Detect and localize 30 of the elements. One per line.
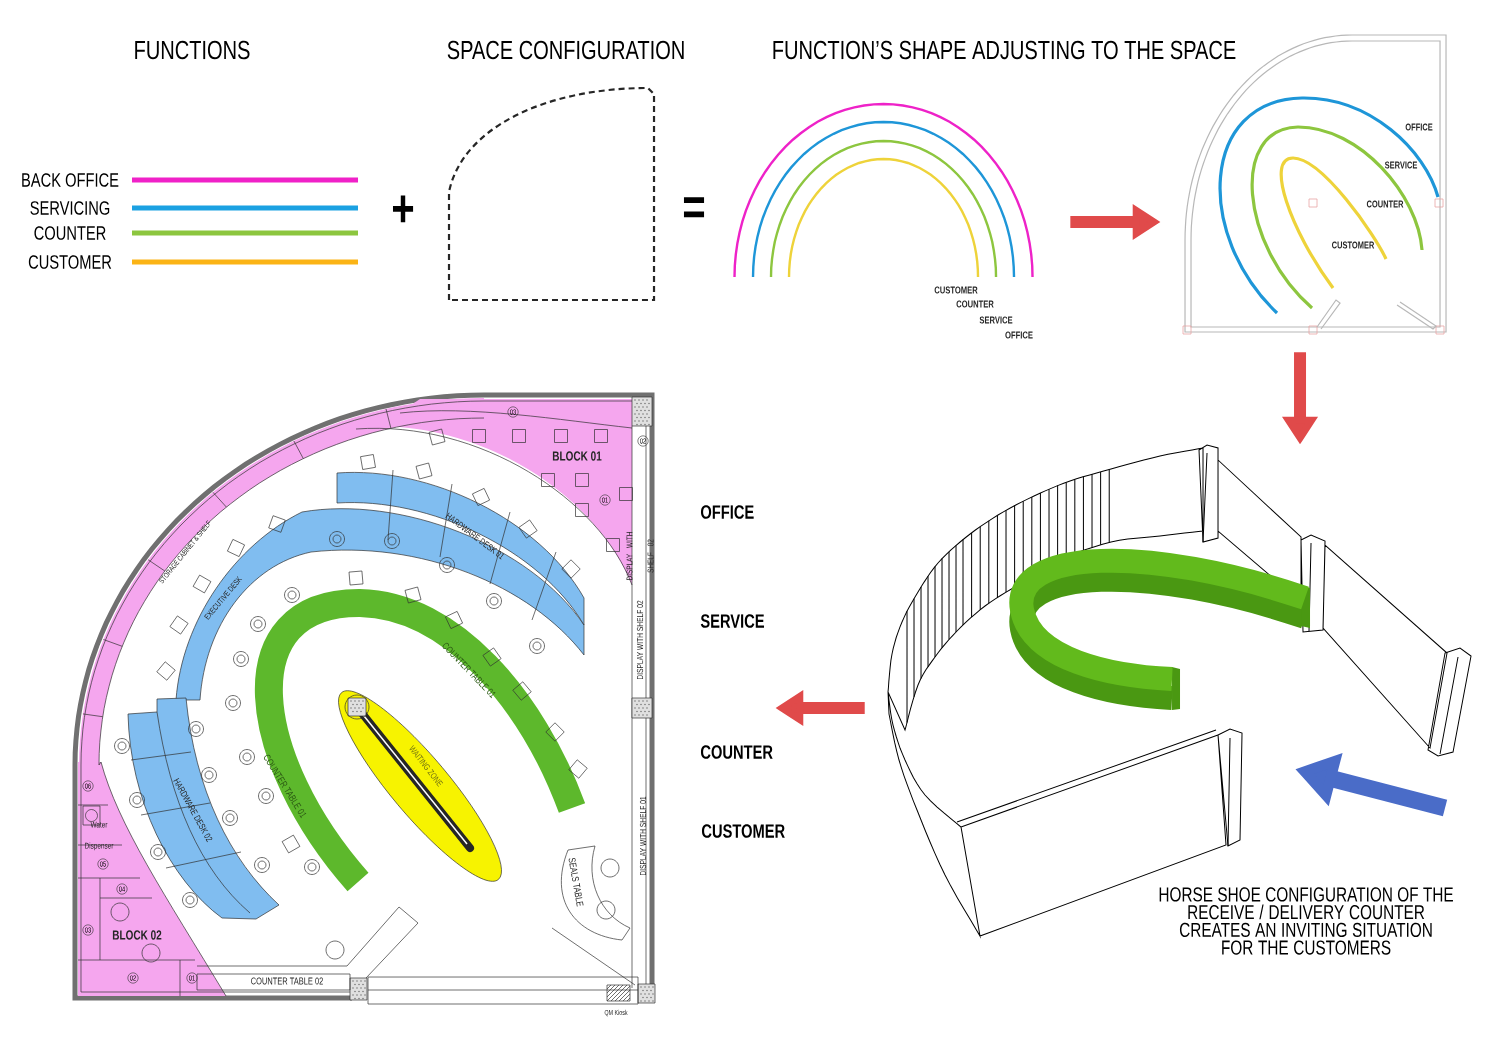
equals-sign: = — [683, 197, 705, 218]
room-label: COUNTER TABLE 02 — [251, 977, 323, 985]
zone-label: COUNTER — [700, 745, 773, 759]
zone-label: SERVICE — [700, 614, 764, 628]
heading: FUNCTIONS — [135, 40, 250, 60]
heading: FUNCTION’S SHAPE ADJUSTING TO THE SPACE — [773, 40, 1236, 60]
zone-label: OFFICE — [1405, 123, 1433, 131]
zone-label: CUSTOMER — [934, 286, 978, 294]
room-label: DISPLAY WITH SHELF 01 — [639, 796, 647, 876]
dashed-outline — [447, 86, 656, 302]
legend-label: BACK OFFICE — [22, 173, 119, 187]
zone-label: SERVICE — [1384, 161, 1418, 169]
zone-label: CUSTOMER — [701, 824, 785, 838]
zone-label: OFFICE — [1005, 331, 1033, 339]
legend-label: COUNTER — [34, 226, 106, 240]
zone-label: CUSTOMER — [1332, 241, 1375, 249]
zone-label: COUNTER — [1366, 200, 1404, 208]
zone-label: COUNTER — [956, 300, 994, 308]
room-label: SEALS TABLE — [568, 858, 584, 907]
room-label: DISPLAY WITH SHELF 02 — [636, 600, 644, 680]
legend-label: SERVICING — [30, 201, 110, 215]
room-label: BLOCK 01 — [552, 451, 602, 461]
room-label: Water Dispenser — [85, 821, 114, 851]
zone-label: OFFICE — [700, 505, 754, 519]
heading: SPACE CONFIGURATION — [447, 40, 684, 60]
room-label: BLOCK 02 — [112, 930, 162, 940]
zone-label: SERVICE — [979, 316, 1013, 324]
caption-text: HORSE SHOE CONFIGURATION OF THE RECEIVE / DELIVERY COUNTER CREATES AN INVITING SITUATION FOR THE CUSTOMERS — [1159, 887, 1453, 955]
legend-label: CUSTOMER — [28, 255, 112, 269]
room-label: DISPLAY WITH SHELF 02 — [626, 532, 654, 580]
